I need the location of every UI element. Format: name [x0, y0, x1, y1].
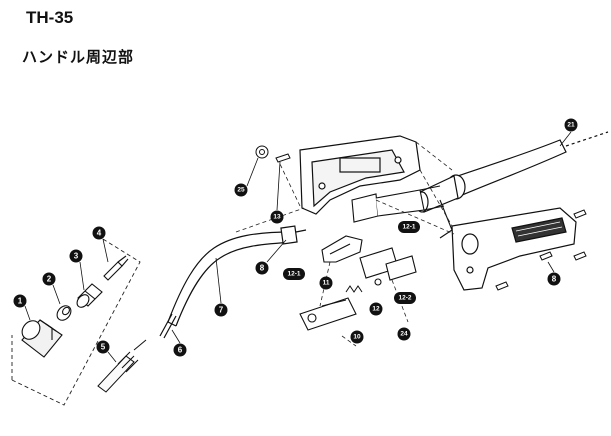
part-trigger-lever: [299, 297, 357, 331]
callout-5-label: 5: [101, 343, 106, 352]
callout-12-label: 12: [372, 306, 380, 313]
part-torch-cable: [415, 131, 609, 213]
callout-12-1-upper: 12-1: [398, 221, 420, 233]
callout-5: 5: [96, 340, 110, 354]
callout-2-label: 2: [47, 275, 52, 284]
part-diffuser: [76, 283, 103, 308]
callout-12: 12: [369, 302, 383, 316]
callout-10: 10: [350, 330, 364, 344]
part-ring: [56, 305, 72, 321]
callout-10-label: 10: [353, 334, 361, 341]
callout-8-left: 8: [255, 261, 269, 275]
callout-13: 13: [270, 210, 284, 224]
callout-11-label: 11: [323, 280, 330, 287]
part-liner: [97, 339, 147, 393]
callout-3-label: 3: [74, 252, 79, 261]
callout-8-right: 8: [547, 272, 561, 286]
callout-2: 2: [42, 272, 56, 286]
callout-7: 7: [214, 303, 228, 317]
callout-21-label: 21: [567, 122, 575, 129]
callout-12-1-left-label: 12-1: [287, 271, 300, 278]
callout-4: 4: [92, 226, 106, 240]
callout-25-label: 25: [237, 187, 245, 194]
callout-21: 21: [564, 118, 578, 132]
part-nozzle: [21, 319, 63, 358]
part-trigger-housing: [321, 235, 363, 263]
part-spring: [345, 285, 363, 293]
part-cable-connector: [351, 185, 453, 239]
part-micro-switch: [359, 247, 417, 286]
section-title: ハンドル周辺部: [22, 48, 135, 66]
callout-4-label: 4: [97, 229, 102, 238]
callout-3: 3: [69, 249, 83, 263]
callout-leaders: [24, 131, 572, 363]
callout-6-label: 6: [178, 346, 183, 355]
callout-8-left-label: 8: [260, 264, 265, 273]
callout-12-1-left: 12-1: [283, 268, 305, 280]
callout-24: 24: [397, 327, 411, 341]
part-top-screws: [255, 145, 291, 163]
callout-24-label: 24: [400, 331, 408, 338]
part-handle-shell-left: [299, 135, 421, 215]
callout-1-label: 1: [18, 297, 23, 306]
callout-11: 11: [319, 276, 333, 290]
part-contact-tip: [103, 255, 129, 281]
nozzle-assembly-box: [11, 235, 141, 406]
part-handle-shell-right: [451, 207, 577, 291]
callout-12-2: 12-2: [394, 292, 416, 304]
callout-12-2-label: 12-2: [398, 295, 411, 302]
callout-12-1-upper-label: 12-1: [402, 224, 415, 231]
callout-13-label: 13: [273, 214, 281, 221]
callout-6: 6: [173, 343, 187, 357]
model-title: TH-35: [26, 8, 74, 27]
callout-7-label: 7: [219, 306, 224, 315]
callout-8-right-label: 8: [552, 275, 557, 284]
callout-1: 1: [13, 294, 27, 308]
part-gooseneck: [159, 225, 307, 339]
callout-25: 25: [234, 183, 248, 197]
part-screws-right: [495, 209, 587, 291]
